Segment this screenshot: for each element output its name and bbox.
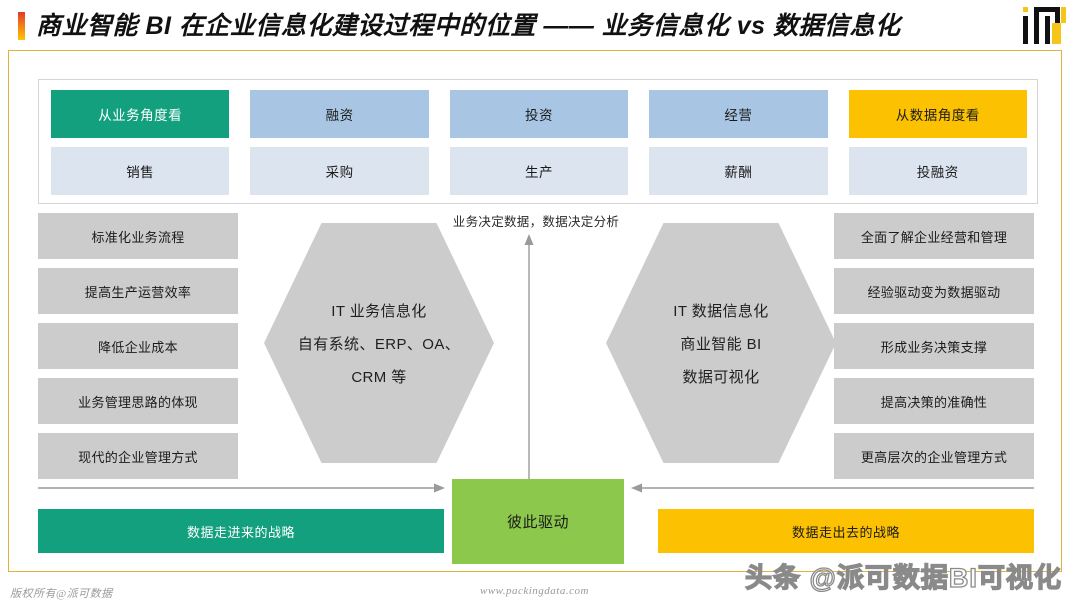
- footer-copyright: 版权所有@派可数据: [10, 588, 113, 600]
- hex-right-line-1: IT 数据信息化: [673, 302, 769, 320]
- list-item: 标准化业务流程: [38, 213, 238, 259]
- arrow-left-icon: [630, 481, 1034, 495]
- list-item: 提高决策的准确性: [834, 378, 1034, 424]
- content-frame: 从业务角度看 融资 投资 经营 从数据角度看 销售 采购 生产 薪酬 投融资 标…: [8, 50, 1062, 572]
- hex-right-line-2: 商业智能 BI: [680, 335, 762, 353]
- strategy-data-out-bar: 数据走出去的战略: [658, 509, 1034, 553]
- list-item: 形成业务决策支撑: [834, 323, 1034, 369]
- strategy-data-in-bar: 数据走进来的战略: [38, 509, 444, 553]
- hexagon-business-it: IT 业务信息化 自有系统、ERP、OA、 CRM 等: [264, 223, 494, 463]
- cell-data-perspective[interactable]: 从数据角度看: [848, 90, 1027, 138]
- hex-left-line-1: IT 业务信息化: [331, 302, 427, 320]
- hex-left-line-3: CRM 等: [351, 368, 407, 386]
- cell-business-perspective[interactable]: 从业务角度看: [51, 90, 230, 138]
- footer-website: www.packingdata.com: [480, 585, 589, 597]
- list-item: 现代的企业管理方式: [38, 433, 238, 479]
- center-annotation: 业务决定数据，数据决定分析: [452, 215, 620, 229]
- hex-right-line-3: 数据可视化: [682, 368, 760, 386]
- mutual-drive-box: 彼此驱动: [452, 479, 624, 564]
- cell-procurement[interactable]: 采购: [250, 147, 429, 195]
- cell-investment[interactable]: 投资: [449, 90, 629, 138]
- title-bar: 商业智能 BI 在企业信息化建设过程中的位置 —— 业务信息化 vs 数据信息化: [0, 0, 1085, 50]
- cell-invest-finance[interactable]: 投融资: [848, 147, 1027, 195]
- perspective-grid: 从业务角度看 融资 投资 经营 从数据角度看 销售 采购 生产 薪酬 投融资: [51, 90, 1027, 195]
- cell-sales[interactable]: 销售: [51, 147, 230, 195]
- hexagon-data-it: IT 数据信息化 商业智能 BI 数据可视化: [606, 223, 836, 463]
- perspective-panel: 从业务角度看 融资 投资 经营 从数据角度看 销售 采购 生产 薪酬 投融资: [38, 79, 1038, 204]
- list-item: 全面了解企业经营和管理: [834, 213, 1034, 259]
- business-benefits-column: 标准化业务流程 提高生产运营效率 降低企业成本 业务管理思路的体现 现代的企业管…: [38, 213, 238, 488]
- cell-production[interactable]: 生产: [449, 147, 629, 195]
- hex-left-line-2: 自有系统、ERP、OA、: [297, 335, 461, 353]
- upward-arrow-icon: [519, 233, 539, 503]
- page-title: 商业智能 BI 在企业信息化建设过程中的位置 —— 业务信息化 vs 数据信息化: [36, 12, 901, 40]
- arrow-right-icon: [38, 481, 446, 495]
- list-item: 业务管理思路的体现: [38, 378, 238, 424]
- cell-operations[interactable]: 经营: [649, 90, 828, 138]
- list-item: 经验驱动变为数据驱动: [834, 268, 1034, 314]
- list-item: 提高生产运营效率: [38, 268, 238, 314]
- data-benefits-column: 全面了解企业经营和管理 经验驱动变为数据驱动 形成业务决策支撑 提高决策的准确性…: [834, 213, 1034, 488]
- if-brand-logo-icon: [1019, 5, 1071, 47]
- list-item: 降低企业成本: [38, 323, 238, 369]
- list-item: 更高层次的企业管理方式: [834, 433, 1034, 479]
- title-accent-bar: [18, 12, 25, 40]
- cell-compensation[interactable]: 薪酬: [649, 147, 828, 195]
- cell-financing[interactable]: 融资: [250, 90, 429, 138]
